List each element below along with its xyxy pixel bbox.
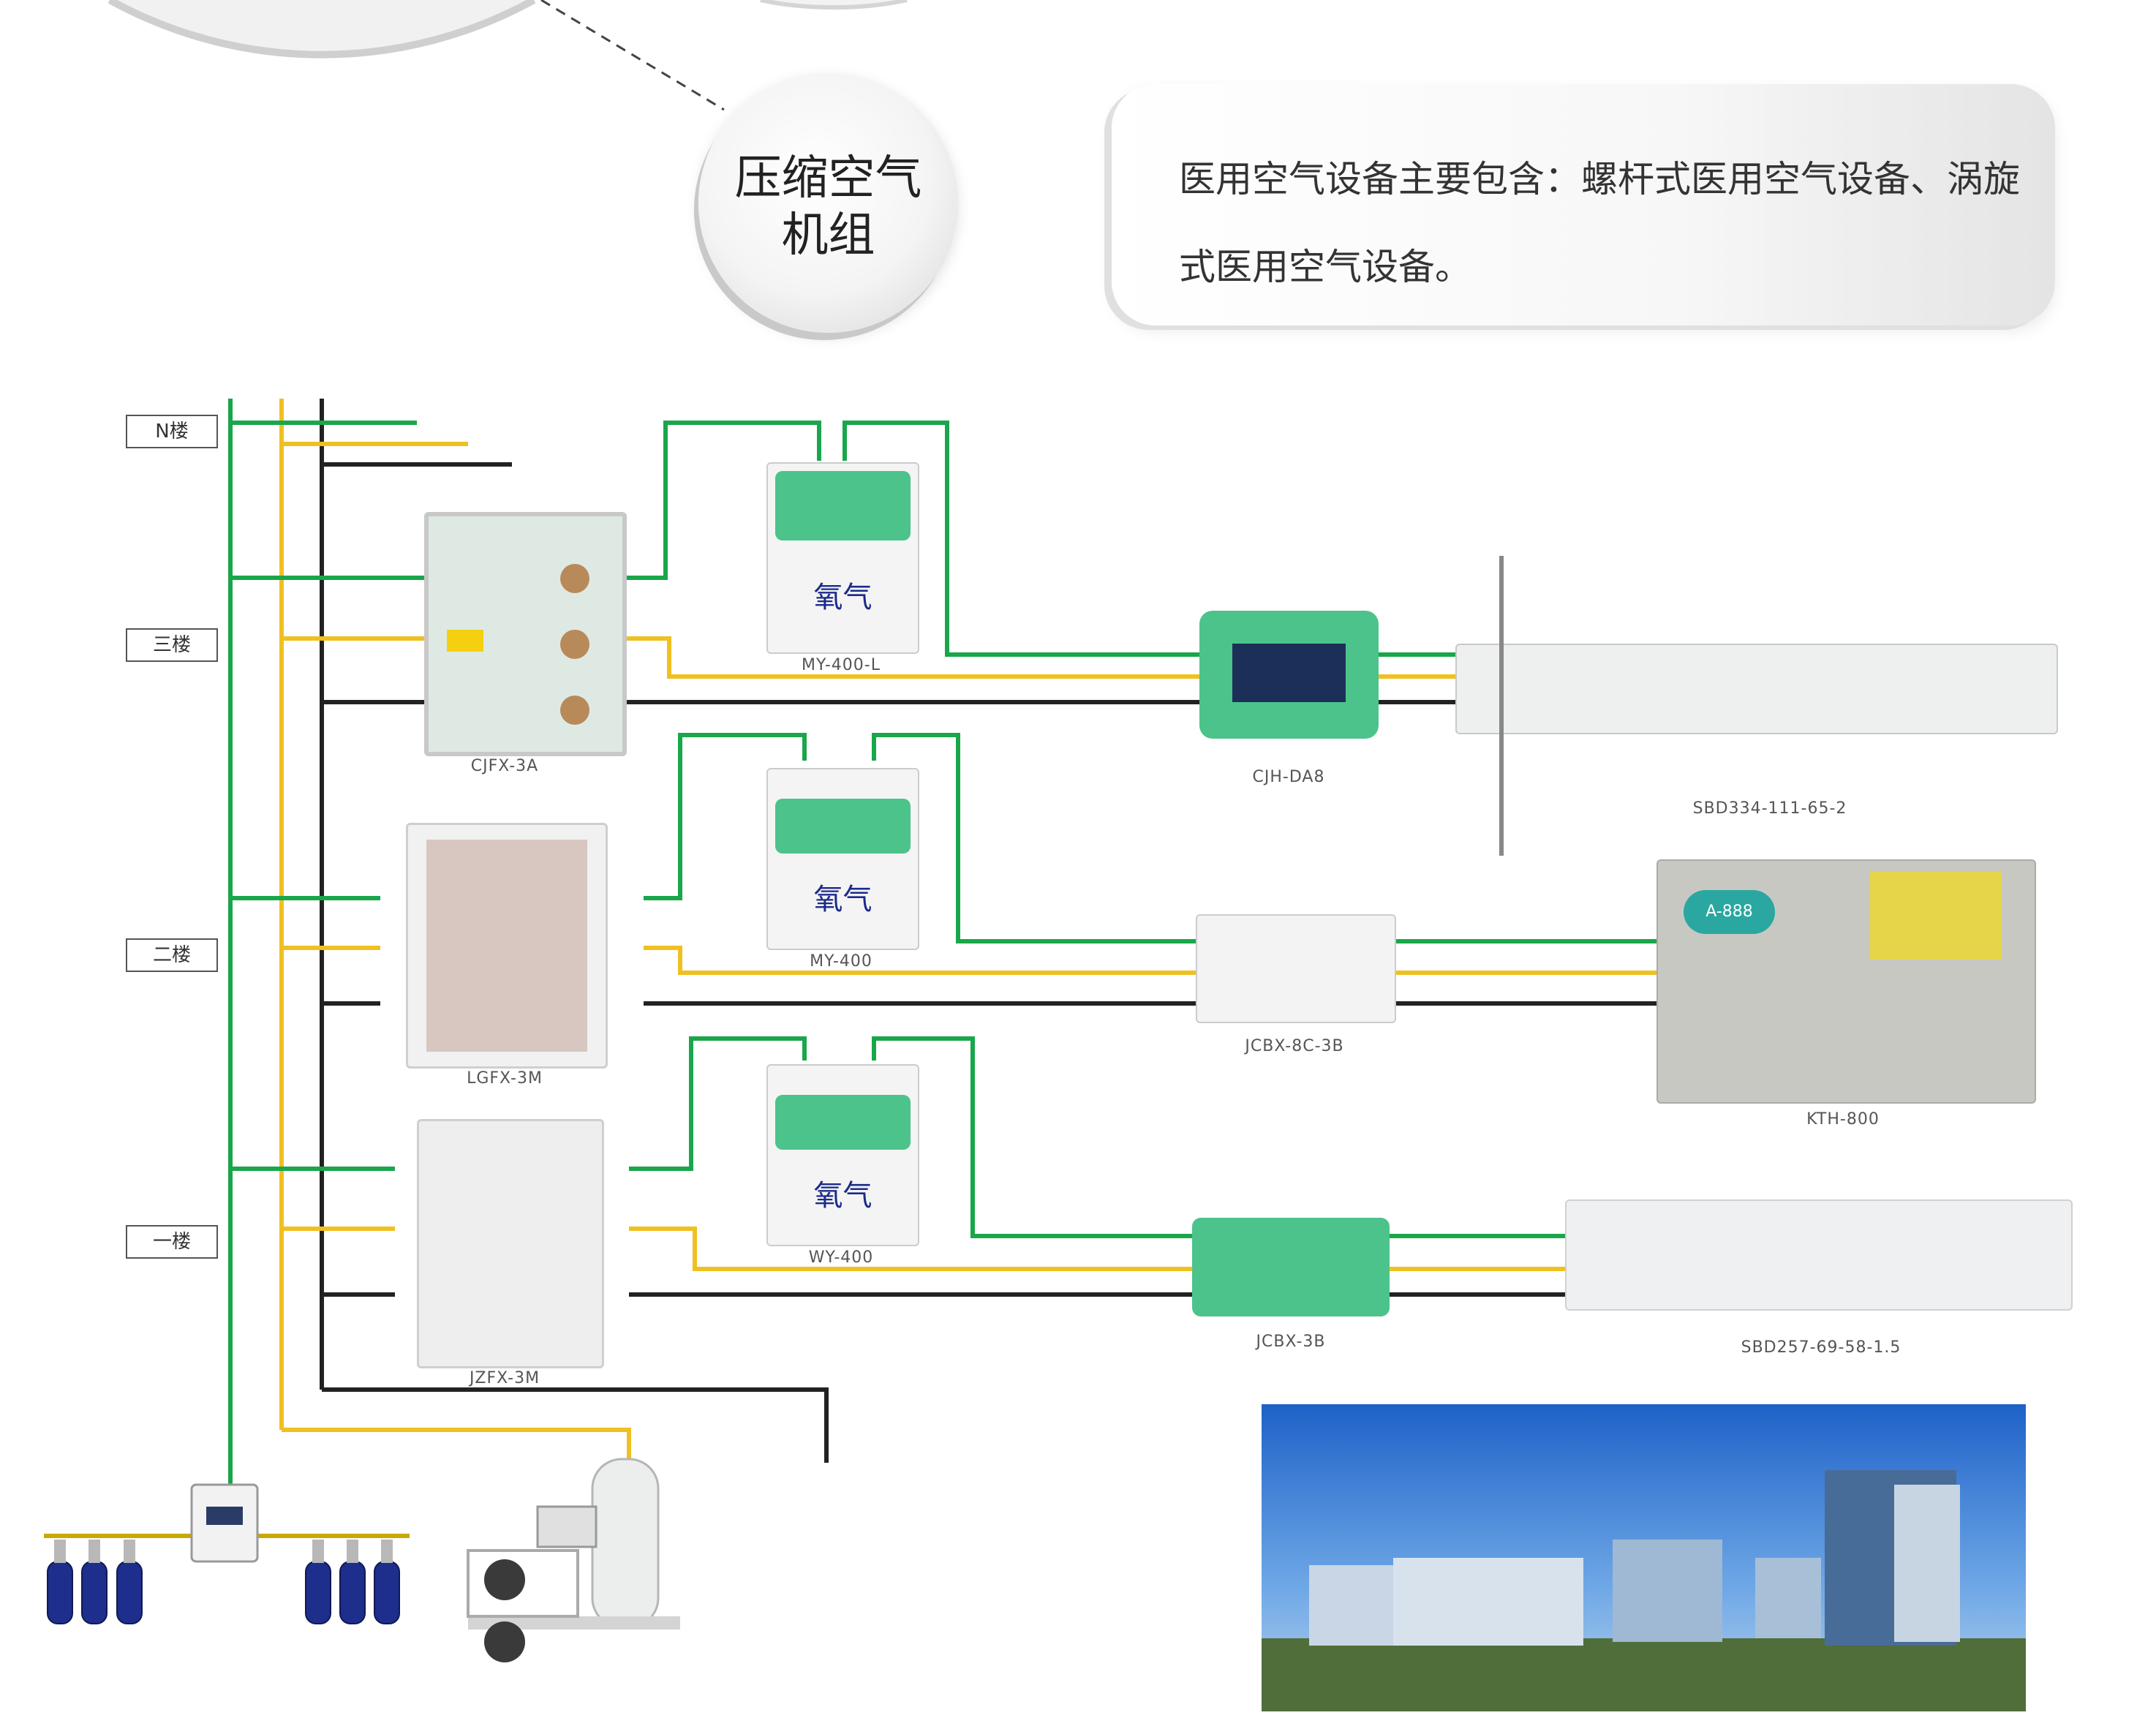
oxygen-cylinders-left	[47, 1561, 143, 1624]
floor-label-1: 一楼	[126, 1225, 218, 1259]
oxygen-cylinders-right	[305, 1561, 400, 1624]
jzfx-caption: JZFX-3M	[469, 1369, 540, 1387]
jcbx3b-panel	[1192, 1218, 1390, 1316]
cjfx-panel	[424, 512, 627, 756]
lgfx-caption: LGFX-3M	[467, 1069, 543, 1088]
my400-oxygen-label: 氧气	[813, 883, 872, 916]
jcbx8c-panel	[1196, 914, 1396, 1023]
callout-box	[1112, 84, 2055, 325]
my400l-panel: 氧气	[766, 462, 919, 654]
dashed-connector	[540, 0, 725, 111]
floor-label-2: 二楼	[126, 938, 218, 972]
jcbx3b-caption: JCBX-3B	[1256, 1333, 1326, 1351]
jcbx8c-caption: JCBX-8C-3B	[1245, 1037, 1344, 1055]
compressed-air-label: 压缩空气机组	[734, 151, 922, 263]
my400-panel: 氧气	[766, 768, 919, 950]
my400l-oxygen-label: 氧气	[813, 581, 872, 614]
sbd334-caption: SBD334-111-65-2	[1692, 799, 1847, 818]
wy400-caption: WY-400	[808, 1248, 874, 1267]
wy400-oxygen-label: 氧气	[813, 1179, 872, 1213]
kth-badge: A-888	[1684, 890, 1775, 934]
floor-label-3: 三楼	[126, 628, 218, 662]
lgfx-panel	[406, 823, 608, 1069]
kth-caption: KTH-800	[1806, 1110, 1880, 1129]
my400l-caption: MY-400-L	[802, 656, 881, 674]
wy400-panel: 氧气	[766, 1064, 919, 1246]
sbd257-caption: SBD257-69-58-1.5	[1741, 1338, 1901, 1357]
air-compressor-unit	[467, 1458, 680, 1662]
floor-label-n: N楼	[126, 415, 218, 448]
cjfx-caption: CJFX-3A	[470, 757, 539, 775]
hospital-photo	[1262, 1404, 2026, 1711]
callout-text: 医用空气设备主要包含：螺杆式医用空气设备、涡旋式医用空气设备。	[1179, 158, 2020, 288]
cjhda8-caption: CJH-DA8	[1252, 768, 1325, 786]
iv-pole	[1499, 556, 1504, 856]
sbd257-panel	[1565, 1199, 2073, 1311]
cjhda8-panel	[1199, 611, 1379, 739]
sbd334-panel	[1455, 644, 2058, 734]
jzfx-panel	[417, 1119, 604, 1368]
my400-caption: MY-400	[810, 952, 872, 971]
compressed-air-circle	[698, 73, 958, 333]
kth-panel: A-888	[1656, 859, 2036, 1104]
